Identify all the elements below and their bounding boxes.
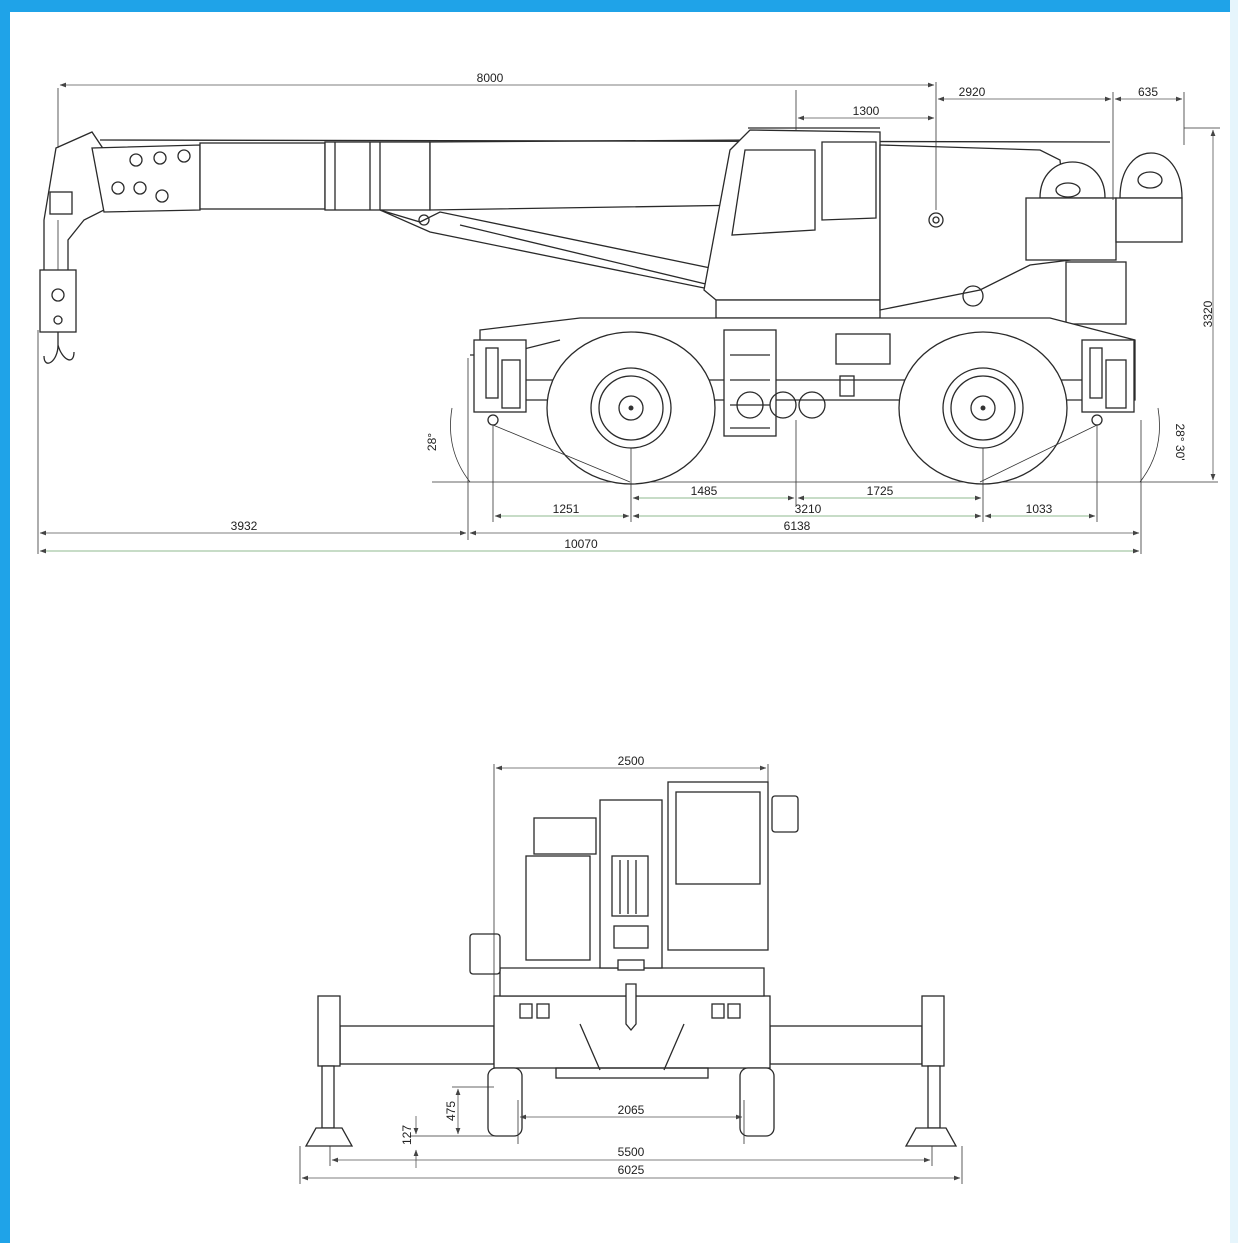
left-mirror xyxy=(469,933,501,975)
dim-boom-length: 8000 xyxy=(477,71,504,85)
dim-center-to-rear-axle: 1725 xyxy=(867,484,894,498)
dim-ground-clearance: 475 xyxy=(444,1101,458,1121)
dim-rear-to-pivot: 2920 xyxy=(959,85,986,99)
right-tyre xyxy=(739,1067,775,1137)
dim-counterweight-overhang: 635 xyxy=(1138,85,1158,99)
dim-cab-to-pivot: 1300 xyxy=(853,104,880,118)
superstructure xyxy=(879,144,1183,325)
left-outrigger-beam xyxy=(339,1025,495,1065)
side-view: 8000 2920 635 1300 3320 28° 28° 30' 1485… xyxy=(37,71,1220,554)
dim-outrigger-span-outer: 6025 xyxy=(618,1163,645,1177)
dim-departure-angle: 28° 30' xyxy=(1173,423,1187,460)
dim-width: 2500 xyxy=(618,754,645,768)
cab xyxy=(703,127,881,319)
dim-pad-offset: 127 xyxy=(400,1125,414,1145)
dim-height: 3320 xyxy=(1201,300,1215,327)
front-wheel xyxy=(546,331,716,485)
left-border xyxy=(0,0,10,1243)
dim-front-axle-to-center: 1485 xyxy=(691,484,718,498)
right-mirror xyxy=(771,795,799,833)
front-cab xyxy=(667,781,769,951)
dim-approach-angle: 28° xyxy=(425,433,439,451)
dim-boom-front-overhang: 3932 xyxy=(231,519,258,533)
dim-front-overhang: 1251 xyxy=(553,502,580,516)
boom xyxy=(91,139,1111,291)
right-outrigger-pad xyxy=(904,1127,958,1147)
left-outrigger-pad xyxy=(304,1127,354,1147)
left-tyre xyxy=(487,1067,523,1137)
dim-outrigger-span-inner: 5500 xyxy=(618,1145,645,1159)
dim-wheelbase: 3210 xyxy=(795,502,822,516)
dim-track-width: 2065 xyxy=(618,1103,645,1117)
front-view: 2500 475 127 2065 5500 6025 xyxy=(299,754,963,1184)
right-outrigger-beam xyxy=(769,1025,923,1065)
dim-rear-overhang: 1033 xyxy=(1026,502,1053,516)
top-border xyxy=(0,0,1238,12)
right-border xyxy=(1230,0,1238,1243)
dim-chassis-length: 6138 xyxy=(784,519,811,533)
dim-overall-length: 10070 xyxy=(564,537,598,551)
hook-block xyxy=(39,131,105,364)
